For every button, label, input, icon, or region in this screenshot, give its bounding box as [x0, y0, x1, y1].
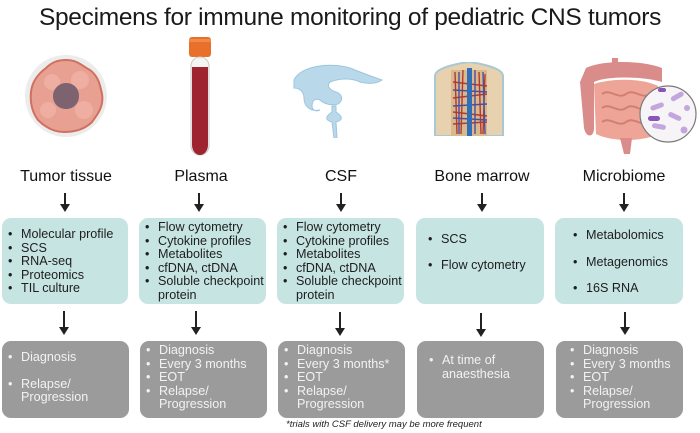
list-item: Flow cytometry [422, 258, 542, 273]
list-item: Metagenomics [567, 255, 681, 270]
list-item: Soluble checkpoint protein [277, 275, 402, 302]
assay-list: Metabolomics Metagenomics 16S RNA [567, 228, 681, 296]
list-item: cfDNA, ctDNA [139, 261, 264, 276]
list-item: TIL culture [2, 282, 124, 296]
list-item: RNA-seq [2, 255, 124, 269]
timepoint-box-plasma: Diagnosis Every 3 months EOT Relapse/ Pr… [140, 341, 267, 418]
list-item: EOT [564, 371, 679, 385]
assay-box-tumor-tissue: Molecular profile SCS RNA-seq Proteomics… [2, 218, 128, 304]
column-label-plasma: Plasma [174, 168, 228, 185]
arrow-down-icon [476, 313, 486, 337]
list-item: SCS [2, 241, 124, 256]
list-item: Diagnosis [278, 343, 401, 358]
timepoint-list: At time of anaesthesia [423, 353, 540, 381]
list-item: Cytokine profiles [277, 234, 402, 249]
arrow-down-icon [191, 311, 201, 335]
assay-box-plasma: Flow cytometry Cytokine profiles Metabol… [139, 218, 266, 304]
list-item: Metabolites [139, 248, 264, 262]
list-item: Flow cytometry [139, 220, 264, 235]
assay-list: SCS Flow cytometry [422, 232, 542, 273]
list-item: SCS [422, 232, 542, 247]
list-item: EOT [140, 371, 263, 385]
list-item: Every 3 months* [278, 357, 401, 372]
column-label-csf: CSF [325, 168, 357, 185]
list-item: Diagnosis [2, 350, 125, 365]
list-item: Flow cytometry [277, 220, 402, 235]
list-item: Every 3 months [140, 357, 263, 372]
timepoint-box-microbiome: Diagnosis Every 3 months EOT Relapse/ Pr… [556, 341, 683, 418]
timepoint-box-tumor-tissue: Diagnosis Relapse/ Progression [2, 341, 129, 418]
list-item: Proteomics [2, 268, 124, 283]
arrow-down-icon [60, 193, 70, 212]
list-item: Relapse/ Progression [564, 384, 679, 412]
list-item: Every 3 months [564, 357, 679, 372]
arrow-down-icon [619, 193, 629, 212]
footnote: *trials with CSF delivery may be more fr… [286, 419, 482, 430]
tumor-cell-icon [25, 55, 107, 137]
arrow-down-icon [336, 193, 346, 212]
assay-list: Flow cytometry Cytokine profiles Metabol… [139, 220, 264, 303]
intestine-bacteria-icon [580, 58, 697, 154]
arrow-down-icon [620, 312, 630, 335]
list-item: Relapse/ Progression [2, 377, 125, 405]
list-item: At time of anaesthesia [423, 353, 540, 381]
list-item: Metabolomics [567, 228, 681, 243]
list-item: 16S RNA [567, 282, 681, 296]
page-title: Specimens for immune monitoring of pedia… [38, 4, 662, 31]
arrow-down-icon [335, 312, 345, 336]
arrow-down-icon [477, 193, 487, 212]
column-label-tumor-tissue: Tumor tissue [20, 168, 112, 185]
list-item: EOT [278, 371, 401, 385]
column-label-bone-marrow: Bone marrow [434, 168, 530, 185]
blood-tube-icon [189, 37, 211, 156]
list-item: Relapse/ Progression [140, 384, 263, 412]
list-item: Soluble checkpoint protein [139, 275, 264, 302]
timepoint-list: Diagnosis Every 3 months* EOT Relapse/ P… [278, 343, 401, 412]
brain-ventricles-icon [293, 64, 384, 138]
bone-marrow-icon [434, 62, 504, 136]
list-item: Cytokine profiles [139, 234, 264, 249]
assay-box-bone-marrow: SCS Flow cytometry [416, 218, 544, 304]
list-item: cfDNA, ctDNA [277, 261, 402, 276]
timepoint-box-csf: Diagnosis Every 3 months* EOT Relapse/ P… [278, 341, 405, 418]
assay-list: Flow cytometry Cytokine profiles Metabol… [277, 220, 402, 303]
column-label-microbiome: Microbiome [582, 168, 666, 185]
list-item: Molecular profile [2, 227, 124, 242]
timepoint-box-bone-marrow: At time of anaesthesia [417, 341, 544, 418]
assay-box-csf: Flow cytometry Cytokine profiles Metabol… [277, 218, 404, 304]
list-item: Relapse/ Progression [278, 384, 401, 412]
timepoint-list: Diagnosis Every 3 months EOT Relapse/ Pr… [140, 343, 263, 412]
assay-list: Molecular profile SCS RNA-seq Proteomics… [2, 227, 124, 296]
list-item: Diagnosis [140, 343, 263, 358]
arrow-down-icon [59, 311, 69, 335]
timepoint-list: Diagnosis Relapse/ Progression [2, 350, 125, 405]
timepoint-list: Diagnosis Every 3 months EOT Relapse/ Pr… [564, 343, 679, 412]
arrow-down-icon [194, 193, 204, 212]
list-item: Metabolites [277, 248, 402, 262]
list-item: Diagnosis [564, 343, 679, 358]
assay-box-microbiome: Metabolomics Metagenomics 16S RNA [555, 218, 683, 304]
